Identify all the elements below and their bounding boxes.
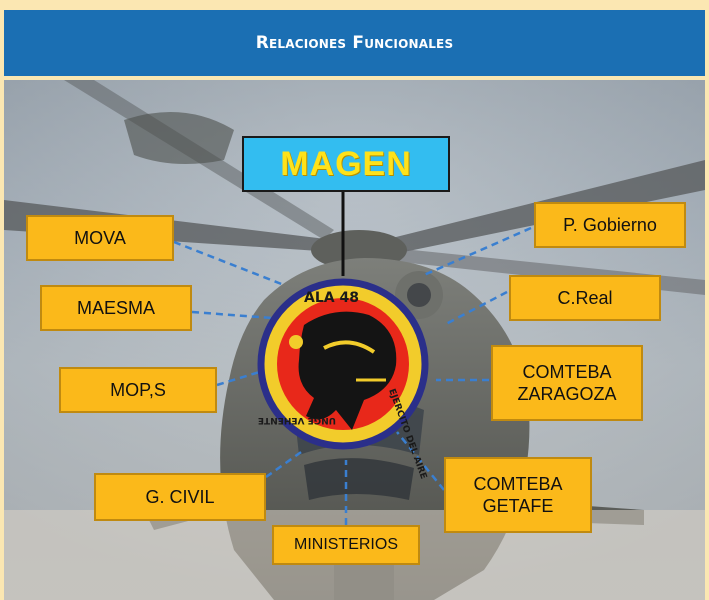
node-creal: C.Real	[509, 275, 661, 321]
node-maesma-label: MAESMA	[76, 297, 155, 318]
node-mops-label: MOP,S	[110, 379, 166, 400]
magen-box: MAGEN	[242, 136, 450, 192]
magen-label: MAGEN	[280, 144, 412, 183]
node-creal-label: C.Real	[557, 287, 613, 308]
diagram-stage: ALA 48 EJERCITO DEL AIRE UNGE VEHENTE MA…	[4, 80, 705, 600]
node-maesma: MAESMA	[40, 285, 192, 331]
connector-gcivil	[265, 448, 305, 479]
connector-comteba-getafe	[396, 431, 445, 491]
node-comteba-getafe-line2: GETAFE	[482, 496, 554, 516]
emblem-motto-text: UNGE VEHENTE	[258, 415, 336, 425]
node-gobierno-label: P. Gobierno	[563, 214, 657, 235]
node-gobierno: P. Gobierno	[534, 202, 686, 248]
page-title: Relaciones Funcionales	[255, 33, 454, 53]
node-mova: MOVA	[26, 215, 174, 261]
node-comteba-getafe: COMTEBA GETAFE	[444, 457, 592, 533]
node-comteba-getafe-line1: COMTEBA	[473, 473, 563, 494]
node-comteba-zaragoza-line2: ZARAGOZA	[517, 384, 617, 404]
node-comteba-zaragoza-line1: COMTEBA	[522, 361, 612, 382]
connector-maesma	[191, 310, 273, 320]
node-gcivil-label: G. CIVIL	[145, 486, 215, 507]
connector-gobierno	[423, 226, 532, 277]
connector-mova	[173, 240, 285, 287]
connector-mops	[216, 368, 267, 387]
connector-lines	[173, 192, 532, 525]
node-ministerios: MINISTERIOS	[272, 525, 420, 565]
node-mova-label: MOVA	[74, 227, 126, 248]
header-bar: Relaciones Funcionales	[4, 10, 705, 76]
node-ministerios-label: MINISTERIOS	[293, 536, 398, 553]
node-comteba-zaragoza: COMTEBA ZARAGOZA	[491, 345, 643, 421]
ala48-emblem: ALA 48 EJERCITO DEL AIRE UNGE VEHENTE	[257, 278, 429, 481]
emblem-ala48-text: ALA 48	[304, 290, 359, 306]
node-gcivil: G. CIVIL	[94, 473, 266, 521]
node-mops: MOP,S	[59, 367, 217, 413]
